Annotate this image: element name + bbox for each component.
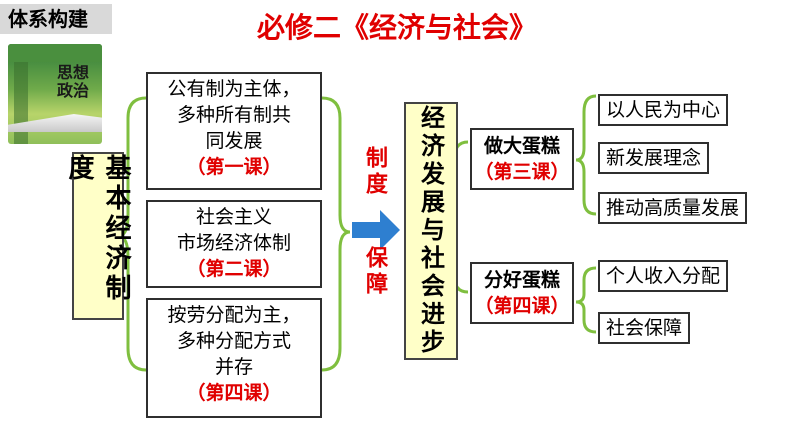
- cake2-title: 分好蛋糕: [483, 269, 560, 291]
- cake-box-share: 分好蛋糕 （第四课）: [470, 262, 574, 324]
- left-label-text: 基本经济制度: [64, 154, 131, 304]
- page-title: 必修二《经济与社会》: [256, 11, 537, 44]
- box2-lesson: （第二课）: [186, 258, 282, 280]
- top-cake-brace: [575, 94, 597, 216]
- box1-line3: 同发展: [205, 130, 263, 152]
- box3-lesson: （第四课）: [186, 382, 282, 404]
- economic-development-label: 经济发展与社会进步: [404, 102, 458, 360]
- red-label-system-text: 制度: [362, 146, 387, 198]
- cake1-title: 做大蛋糕: [483, 135, 560, 157]
- red-label-guarantee: 保障: [358, 246, 390, 304]
- box2-line2: 市场经济体制: [176, 232, 291, 254]
- center-label-text: 经济发展与社会进步: [416, 105, 445, 357]
- cake1-lesson: （第三课）: [474, 161, 570, 183]
- right-item-high-quality: 推动高质量发展: [598, 192, 748, 224]
- middle-box-distribution: 按劳分配为主， 多种分配方式 并存 （第四课）: [146, 298, 322, 418]
- cake2-lesson: （第四课）: [474, 295, 570, 317]
- cover-title: 思想政治: [56, 63, 89, 100]
- right-item-people-centered: 以人民为中心: [598, 94, 729, 126]
- box3-line2: 多种分配方式: [176, 330, 291, 352]
- box1-line1: 公有制为主体，: [167, 78, 301, 100]
- box1-lesson: （第一课）: [186, 156, 282, 178]
- right-item-new-development: 新发展理念: [598, 142, 710, 174]
- box3-line1: 按劳分配为主，: [167, 304, 301, 326]
- middle-box-market-economy: 社会主义 市场经济体制 （第二课）: [146, 200, 322, 288]
- middle-right-brace: [321, 96, 351, 372]
- basic-economic-system-label: 基本经济制度: [64, 152, 131, 320]
- middle-box-ownership: 公有制为主体， 多种所有制共 同发展 （第一课）: [146, 72, 322, 190]
- textbook-cover-image: 思想政治: [8, 44, 102, 144]
- red-label-system: 制度: [358, 146, 390, 204]
- section-tag: 体系构建: [0, 4, 112, 34]
- right-item-income-distribution: 个人收入分配: [598, 260, 729, 292]
- cake-box-enlarge: 做大蛋糕 （第三课）: [470, 128, 574, 190]
- bottom-cake-brace: [575, 266, 597, 334]
- right-item-social-security: 社会保障: [598, 312, 691, 344]
- cover-band: [8, 44, 102, 62]
- box1-line2: 多种所有制共: [176, 104, 291, 126]
- box2-line1: 社会主义: [195, 206, 272, 228]
- right-arrow: [352, 210, 400, 250]
- red-label-guarantee-text: 保障: [362, 246, 387, 298]
- box3-line3: 并存: [214, 356, 253, 378]
